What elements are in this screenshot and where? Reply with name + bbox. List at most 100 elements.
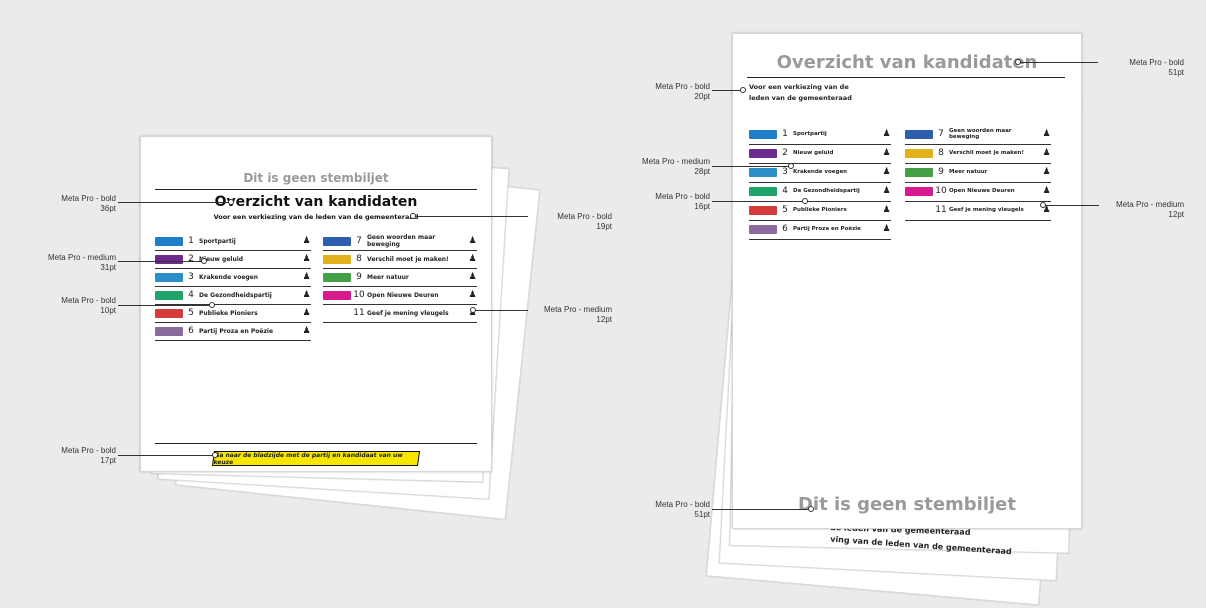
party-row-divider xyxy=(749,144,891,145)
party-row-divider xyxy=(155,304,311,305)
left-footer-banner[interactable]: Ga naar de bladzijde met de partij en ka… xyxy=(211,451,421,466)
ann-left-footer-line xyxy=(118,455,214,456)
party-logo xyxy=(155,326,183,336)
right-subtitle-line1: Voor een verkiezing van de xyxy=(749,83,849,91)
party-name: Meer natuur xyxy=(949,169,988,175)
party-number: 4 xyxy=(782,186,788,196)
person-icon[interactable]: ♟ xyxy=(882,223,891,234)
party-name: Nieuw geluid xyxy=(199,255,244,263)
ann-left-footer-font: Meta Pro - bold xyxy=(61,446,116,455)
ann-right-subtitle-dot xyxy=(740,87,746,93)
right-page-title: Overzicht van kandidaten xyxy=(776,52,1038,73)
person-icon[interactable]: ♟ xyxy=(468,235,477,246)
party-number: 5 xyxy=(188,308,194,318)
person-icon[interactable]: ♟ xyxy=(1042,204,1051,215)
ann-right-person-line xyxy=(1043,205,1099,206)
party-row-divider xyxy=(905,144,1051,145)
party-logo xyxy=(749,186,777,196)
right-footer-note: Dit is geen stembiljet xyxy=(797,494,1016,515)
person-icon[interactable]: ♟ xyxy=(302,289,311,300)
party-logo xyxy=(749,129,777,139)
ann-left-name-line xyxy=(118,305,210,306)
left-page-subtitle: Voor een verkiezing van de leden van de … xyxy=(213,213,419,221)
party-name: Geef je mening vleugels xyxy=(367,309,449,317)
party-logo xyxy=(323,309,351,318)
party-logo xyxy=(323,254,351,264)
party-logo xyxy=(155,254,183,264)
person-icon[interactable]: ♟ xyxy=(302,271,311,282)
party-name: Publieke Pioniers xyxy=(199,309,258,317)
party-row-divider xyxy=(155,340,311,341)
ann-left-num-font: Meta Pro - medium xyxy=(47,253,116,262)
person-icon[interactable]: ♟ xyxy=(882,128,891,139)
person-icon[interactable]: ♟ xyxy=(468,271,477,282)
person-icon[interactable]: ♟ xyxy=(302,307,311,318)
party-number: 7 xyxy=(938,129,944,139)
person-icon[interactable]: ♟ xyxy=(302,253,311,264)
party-name: Partij Proza en Poëzie xyxy=(199,327,274,335)
person-icon[interactable]: ♟ xyxy=(882,147,891,158)
left-footer-text: Ga naar de bladzijde met de partij en ka… xyxy=(213,451,404,466)
ann-left-person-font: Meta Pro - medium xyxy=(543,305,612,314)
person-icon[interactable]: ♟ xyxy=(1042,128,1051,139)
party-row[interactable]: 3 Krakende voegen ♟ xyxy=(749,164,891,180)
person-icon[interactable]: ♟ xyxy=(882,185,891,196)
ann-right-title-dot xyxy=(1015,59,1021,65)
party-logo xyxy=(905,186,933,196)
person-icon[interactable]: ♟ xyxy=(1042,185,1051,196)
party-name: Krakende voegen xyxy=(793,169,848,175)
party-name: Publieke Pioniers xyxy=(793,207,847,213)
person-icon[interactable]: ♟ xyxy=(302,325,311,336)
party-number: 3 xyxy=(782,167,788,177)
ann-right-subtitle-font: Meta Pro - bold xyxy=(655,82,710,91)
ann-left-title-dot xyxy=(228,199,234,205)
party-number: 2 xyxy=(782,148,788,158)
party-logo xyxy=(155,272,183,282)
person-icon[interactable]: ♟ xyxy=(1042,147,1051,158)
party-row-divider xyxy=(323,322,477,323)
party-row-divider xyxy=(323,250,477,251)
left-ballot-page: Dit is geen stembiljet Overzicht van kan… xyxy=(140,136,492,472)
party-row-divider xyxy=(749,201,891,202)
person-icon[interactable]: ♟ xyxy=(468,289,477,300)
party-row-divider xyxy=(749,163,891,164)
person-icon[interactable]: ♟ xyxy=(302,235,311,246)
ann-right-subtitle-line xyxy=(712,90,742,91)
party-logo xyxy=(155,308,183,318)
party-number: 4 xyxy=(188,290,194,300)
ann-right-title-size: 51pt xyxy=(1168,68,1184,77)
ann-right-footer-font: Meta Pro - bold xyxy=(655,500,710,509)
party-name: Meer natuur xyxy=(367,273,409,281)
person-icon[interactable]: ♟ xyxy=(1042,166,1051,177)
person-icon[interactable]: ♟ xyxy=(882,166,891,177)
person-icon[interactable]: ♟ xyxy=(882,204,891,215)
party-row[interactable]: 5 Publieke Pioniers ♟ xyxy=(155,305,311,321)
party-number: 10 xyxy=(353,290,365,300)
party-name: Partij Proza en Poëzie xyxy=(793,226,861,232)
person-icon[interactable]: ♟ xyxy=(468,253,477,264)
right-title-rule xyxy=(747,77,1065,78)
